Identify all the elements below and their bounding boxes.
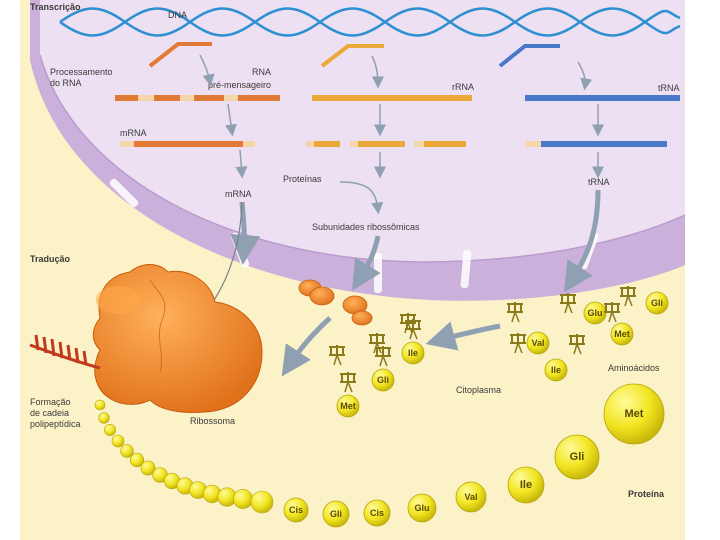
trna-glyph <box>340 372 356 393</box>
trna-glyph <box>369 333 385 354</box>
chain-aa-4-label: Val <box>464 492 477 502</box>
trna-precursor-bar <box>525 95 680 101</box>
chain-aa-4: Val <box>455 481 487 513</box>
aa-glu: Glu <box>583 301 607 325</box>
trna-top-label: tRNA <box>658 83 680 93</box>
chain-aa-3: Glu <box>407 493 437 523</box>
trna-glyph <box>400 313 416 334</box>
chain-bead <box>104 423 117 436</box>
chain-bead <box>94 399 106 411</box>
chain-aa-3-label: Glu <box>415 503 430 513</box>
ribosome <box>92 264 263 413</box>
pre-mrna-label-2: pré-mensageiro <box>208 80 271 90</box>
free-aa-met-label: Met <box>340 401 356 411</box>
chain-aa-0: Cis <box>283 497 309 523</box>
trna-glyph <box>375 346 391 367</box>
proteins-label: Proteínas <box>283 174 322 184</box>
chain-aa-7: Met <box>603 383 665 445</box>
chain-bead <box>250 490 274 514</box>
rna-processing-label-2: do RNA <box>50 78 82 88</box>
free-aa-gli-label: Gli <box>377 375 389 385</box>
chain-bead <box>233 489 253 509</box>
dna-helix <box>59 7 681 37</box>
rrna-precursor-bar <box>312 95 472 101</box>
chain-aa-2-label: Cis <box>370 508 384 518</box>
nucleus-interior <box>40 0 685 262</box>
chain-aa-0-label: Cis <box>289 505 303 515</box>
ribosome-label: Ribossoma <box>190 416 235 426</box>
chain-bead <box>120 444 134 458</box>
chain-aa-1: Gli <box>322 500 350 528</box>
chain-bead <box>98 412 110 424</box>
trna-mid-label: tRNA <box>588 177 610 187</box>
trna-glyph <box>569 334 585 355</box>
aa-gli-label: Gli <box>651 298 663 308</box>
nascent-trna <box>498 44 560 68</box>
chain-label-1: Formação <box>30 397 71 407</box>
aa-val-label: Val <box>531 338 544 348</box>
processing-arrows <box>199 54 604 179</box>
mrna-mid-label: mRNA <box>225 189 252 199</box>
chain-label-3: polipeptídica <box>30 419 81 429</box>
trna-glyph <box>507 302 523 323</box>
chain-bead <box>111 434 125 448</box>
aa-ile-label: Ile <box>551 365 561 375</box>
free-aa-ile-label: Ile <box>408 348 418 358</box>
trna-glyph <box>604 302 620 323</box>
dna-label: DNA <box>168 10 187 20</box>
chain-aa-5-label: Ile <box>520 479 532 491</box>
pre-mrna-label-1: RNA <box>252 67 271 77</box>
nascent-mrna <box>148 42 212 68</box>
rna-processing-label-1: Processamento <box>50 67 113 77</box>
free-aa-met: Met <box>336 394 360 418</box>
cytoplasm-label: Citoplasma <box>456 385 501 395</box>
chain-aa-2: Cis <box>363 499 391 527</box>
translation-title: Tradução <box>30 254 71 264</box>
transcription-title: Transcrição <box>30 2 81 12</box>
aa-val: Val <box>526 331 550 355</box>
chain-aa-7-label: Met <box>625 408 644 420</box>
aa-gli: Gli <box>645 291 669 315</box>
processed-trna-bar <box>525 141 667 147</box>
protein-label: Proteína <box>628 489 665 499</box>
amino-acids-label: Aminoácidos <box>608 363 660 373</box>
nascent-rrna <box>320 44 384 68</box>
chain-bead <box>129 452 145 468</box>
pre-mrna-bar <box>115 95 280 101</box>
polypeptide-small-beads <box>94 399 274 514</box>
chain-label-2: de cadeia <box>30 408 69 418</box>
trna-glyph <box>620 286 636 307</box>
chain-aa-6: Gli <box>554 434 600 480</box>
mrna-left-label: mRNA <box>120 128 147 138</box>
trna-glyph <box>329 345 345 366</box>
aa-ile: Ile <box>544 358 568 382</box>
aa-met: Met <box>610 322 634 346</box>
aa-met-label: Met <box>614 329 630 339</box>
processed-rrna-pieces <box>306 141 466 147</box>
chain-aa-6-label: Gli <box>570 451 585 463</box>
trna-glyph <box>560 293 576 314</box>
rrna-label: rRNA <box>452 82 474 92</box>
ribosomal-subunits-label: Subunidades ribossômicas <box>312 222 420 232</box>
trna-glyph <box>510 333 526 354</box>
mrna-strand-comb <box>29 334 101 370</box>
proteins-arrow <box>339 181 384 215</box>
chain-aa-1-label: Gli <box>330 509 342 519</box>
export-arrows <box>230 189 601 377</box>
chain-aa-5: Ile <box>507 466 545 504</box>
chain-bead <box>140 460 156 476</box>
free-aa-gli: Gli <box>371 368 395 392</box>
aa-glu-label: Glu <box>588 308 603 318</box>
mature-mrna-bar <box>120 141 255 147</box>
free-aa-ile: Ile <box>401 341 425 365</box>
ribosomal-subunits-cytoplasm <box>298 279 373 326</box>
